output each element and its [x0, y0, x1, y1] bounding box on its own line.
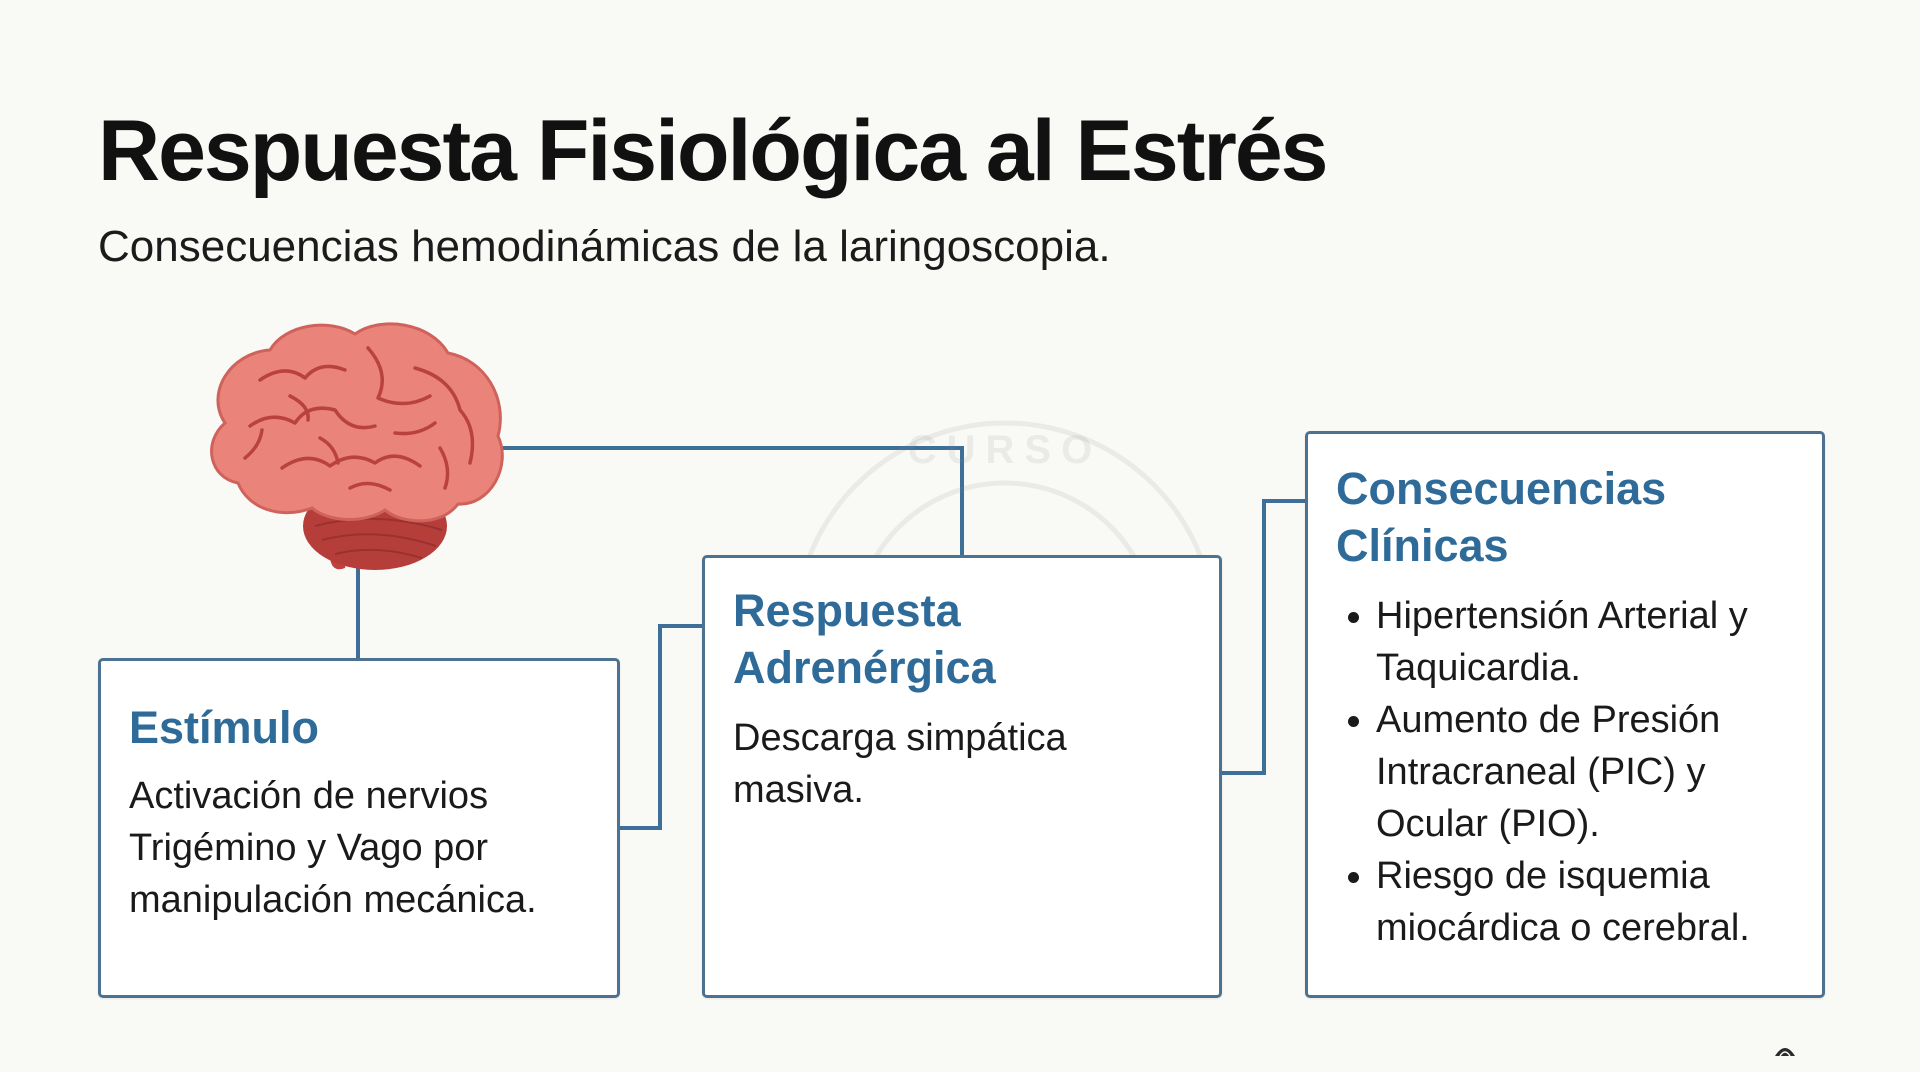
corner-logo-icon — [1774, 1043, 1796, 1057]
connector-estimulo-to-adrenergica — [620, 626, 702, 828]
consecuencias-heading: Consecuencias Clínicas — [1336, 460, 1822, 574]
list-item: Hipertensión Arterial y Taquicardia. — [1336, 590, 1822, 694]
adrenergica-heading-line: Respuesta — [733, 585, 961, 636]
adrenergica-card: Respuesta Adrenérgica Descarga simpática… — [702, 555, 1222, 998]
estimulo-body-line: Trigémino y Vago por — [129, 827, 488, 869]
list-item-line: Hipertensión Arterial y — [1376, 595, 1748, 637]
list-item-line: Ocular (PIO). — [1376, 803, 1600, 845]
estimulo-body: Activación de nervios Trigémino y Vago p… — [129, 770, 617, 926]
estimulo-card: Estímulo Activación de nervios Trigémino… — [98, 658, 620, 998]
consecuencias-card: Consecuencias Clínicas Hipertensión Arte… — [1305, 431, 1825, 998]
list-item-line: Taquicardia. — [1376, 647, 1581, 689]
connector-adrenergica-to-consecuencias — [1222, 501, 1305, 773]
brain-icon — [190, 318, 510, 583]
adrenergica-body: Descarga simpática masiva. — [733, 712, 1219, 816]
adrenergica-heading-line: Adrenérgica — [733, 642, 996, 693]
list-item: Riesgo de isquemia miocárdica o cerebral… — [1336, 850, 1822, 954]
list-item: Aumento de Presión Intracraneal (PIC) y … — [1336, 694, 1822, 850]
estimulo-body-line: manipulación mecánica. — [129, 879, 537, 921]
list-item-line: Riesgo de isquemia — [1376, 855, 1710, 897]
adrenergica-heading: Respuesta Adrenérgica — [733, 582, 1219, 696]
consecuencias-list: Hipertensión Arterial y Taquicardia. Aum… — [1336, 590, 1822, 954]
consecuencias-heading-line: Clínicas — [1336, 520, 1509, 571]
estimulo-body-line: Activación de nervios — [129, 775, 488, 817]
adrenergica-body-line: Descarga simpática — [733, 717, 1067, 759]
list-item-line: Aumento de Presión — [1376, 699, 1720, 741]
connector-brain-to-adrenergica — [500, 448, 962, 555]
adrenergica-body-line: masiva. — [733, 769, 864, 811]
consecuencias-heading-line: Consecuencias — [1336, 463, 1666, 514]
list-item-line: Intracraneal (PIC) y — [1376, 751, 1705, 793]
list-item-line: miocárdica o cerebral. — [1376, 907, 1750, 949]
estimulo-heading: Estímulo — [129, 699, 617, 756]
